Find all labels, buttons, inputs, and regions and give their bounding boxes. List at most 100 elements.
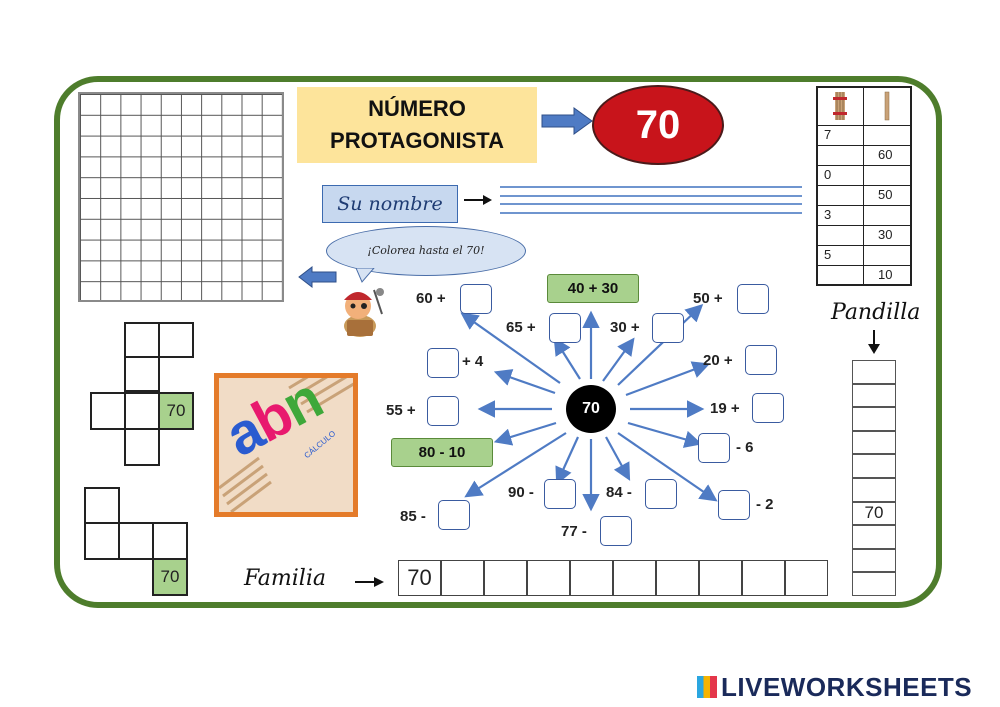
- op-label: 50 +: [693, 290, 723, 307]
- table-cell-tens[interactable]: 5: [818, 246, 864, 266]
- grid-arrow-icon: [298, 266, 337, 288]
- green-pill-operation: 40 + 30: [547, 274, 639, 303]
- familia-cell[interactable]: [699, 560, 742, 596]
- op-label: 55 +: [386, 402, 416, 419]
- op-label: 30 +: [610, 319, 640, 336]
- answer-box[interactable]: [752, 393, 784, 423]
- table-cell-units[interactable]: [864, 246, 910, 266]
- table-cell-tens[interactable]: [818, 186, 864, 206]
- cross-cell[interactable]: [158, 322, 194, 358]
- protagonist-number-oval: 70: [592, 85, 724, 165]
- op-label: - 6: [736, 439, 754, 456]
- op-label: 19 +: [710, 400, 740, 417]
- pandilla-cell[interactable]: [852, 407, 896, 431]
- table-cell-tens[interactable]: 0: [818, 166, 864, 186]
- answer-box[interactable]: [718, 490, 750, 520]
- table-cell-units[interactable]: 30: [864, 226, 910, 246]
- answer-box[interactable]: [737, 284, 769, 314]
- cross-cell[interactable]: [124, 322, 160, 358]
- pandilla-cell[interactable]: [852, 478, 896, 502]
- op-label: 90 -: [508, 484, 534, 501]
- title-line-2: PROTAGONISTA: [330, 128, 504, 153]
- abn-sticks-icon: [219, 378, 353, 512]
- logo-text: LIVEWORKSHEETS: [721, 672, 973, 702]
- worksheet-frame: [54, 76, 942, 608]
- pandilla-cell-value: 70: [852, 501, 896, 526]
- familia-cell[interactable]: [742, 560, 785, 596]
- familia-arrow-icon: [355, 577, 384, 587]
- center-number-circle: 70: [566, 385, 616, 433]
- pandilla-cell[interactable]: [852, 548, 896, 573]
- table-header-tens: [818, 88, 864, 126]
- pandilla-cell[interactable]: [852, 430, 896, 455]
- familia-cell[interactable]: [527, 560, 570, 596]
- hundred-grid[interactable]: [78, 92, 284, 302]
- familia-cell[interactable]: [441, 560, 484, 596]
- answer-box[interactable]: [600, 516, 632, 546]
- name-arrow-icon: [464, 195, 492, 205]
- pandilla-arrow-icon: [868, 330, 880, 354]
- table-cell-tens[interactable]: 7: [818, 126, 864, 146]
- op-label: 84 -: [606, 484, 632, 501]
- abn-logo: abn CÁLCULO: [214, 373, 358, 517]
- answer-box[interactable]: [438, 500, 470, 530]
- answer-box[interactable]: [745, 345, 777, 375]
- familia-cell[interactable]: [613, 560, 656, 596]
- pandilla-label: Pandilla: [831, 300, 921, 325]
- stick-bundle-icon: [833, 92, 847, 120]
- tetromino-cell[interactable]: [118, 522, 154, 560]
- familia-cell[interactable]: [484, 560, 527, 596]
- cross-cell-value: 70: [158, 392, 194, 430]
- answer-box[interactable]: [652, 313, 684, 343]
- op-label: + 4: [462, 353, 484, 370]
- table-header-units: [864, 88, 910, 126]
- liveworksheets-logo: LIVEWORKSHEETS: [697, 672, 972, 703]
- tetromino-cell[interactable]: [152, 522, 188, 560]
- table-cell-units[interactable]: [864, 166, 910, 186]
- op-label: 60 +: [416, 290, 446, 307]
- pandilla-cell[interactable]: [852, 360, 896, 384]
- tetromino-cell[interactable]: [84, 487, 120, 524]
- op-label: 20 +: [703, 352, 733, 369]
- green-pill-operation: 80 - 10: [391, 438, 493, 467]
- table-cell-tens[interactable]: [818, 266, 864, 286]
- tetromino-cell-value: 70: [152, 558, 188, 596]
- cross-cell[interactable]: [124, 356, 160, 392]
- name-label: Su nombre: [322, 185, 458, 223]
- pandilla-cell[interactable]: [852, 383, 896, 408]
- answer-box[interactable]: [460, 284, 492, 314]
- table-cell-units[interactable]: 10: [878, 267, 893, 282]
- pirate-character-icon: [344, 288, 384, 337]
- table-cell-units[interactable]: [864, 126, 910, 146]
- pandilla-cell[interactable]: [852, 572, 896, 596]
- answer-box[interactable]: [544, 479, 576, 509]
- cross-cell[interactable]: [124, 428, 160, 466]
- name-writing-lines[interactable]: [500, 186, 802, 216]
- familia-cell-value: 70: [398, 560, 441, 596]
- table-cell-tens[interactable]: [818, 146, 864, 166]
- answer-box[interactable]: [645, 479, 677, 509]
- table-cell-tens[interactable]: [818, 226, 864, 246]
- operations-arrows: [460, 303, 718, 512]
- pandilla-cell[interactable]: [852, 525, 896, 549]
- cross-cell[interactable]: [124, 392, 160, 430]
- familia-cell[interactable]: [570, 560, 613, 596]
- answer-box[interactable]: [427, 348, 459, 378]
- table-cell-tens[interactable]: 3: [818, 206, 864, 226]
- table-cell-units[interactable]: [864, 206, 910, 226]
- familia-cell[interactable]: [785, 560, 828, 596]
- familia-cell[interactable]: [656, 560, 699, 596]
- table-cell-units[interactable]: 60: [864, 146, 910, 166]
- op-label: - 2: [756, 496, 774, 513]
- title-arrow-icon: [541, 107, 593, 135]
- tetromino-cell[interactable]: [84, 522, 120, 560]
- pandilla-cell[interactable]: [852, 454, 896, 478]
- table-cell-units[interactable]: 50: [864, 186, 910, 206]
- answer-box[interactable]: [698, 433, 730, 463]
- answer-box[interactable]: [427, 396, 459, 426]
- bubble-tail: [355, 268, 375, 283]
- cross-cell[interactable]: [90, 392, 126, 430]
- op-label: 65 +: [506, 319, 536, 336]
- answer-box[interactable]: [549, 313, 581, 343]
